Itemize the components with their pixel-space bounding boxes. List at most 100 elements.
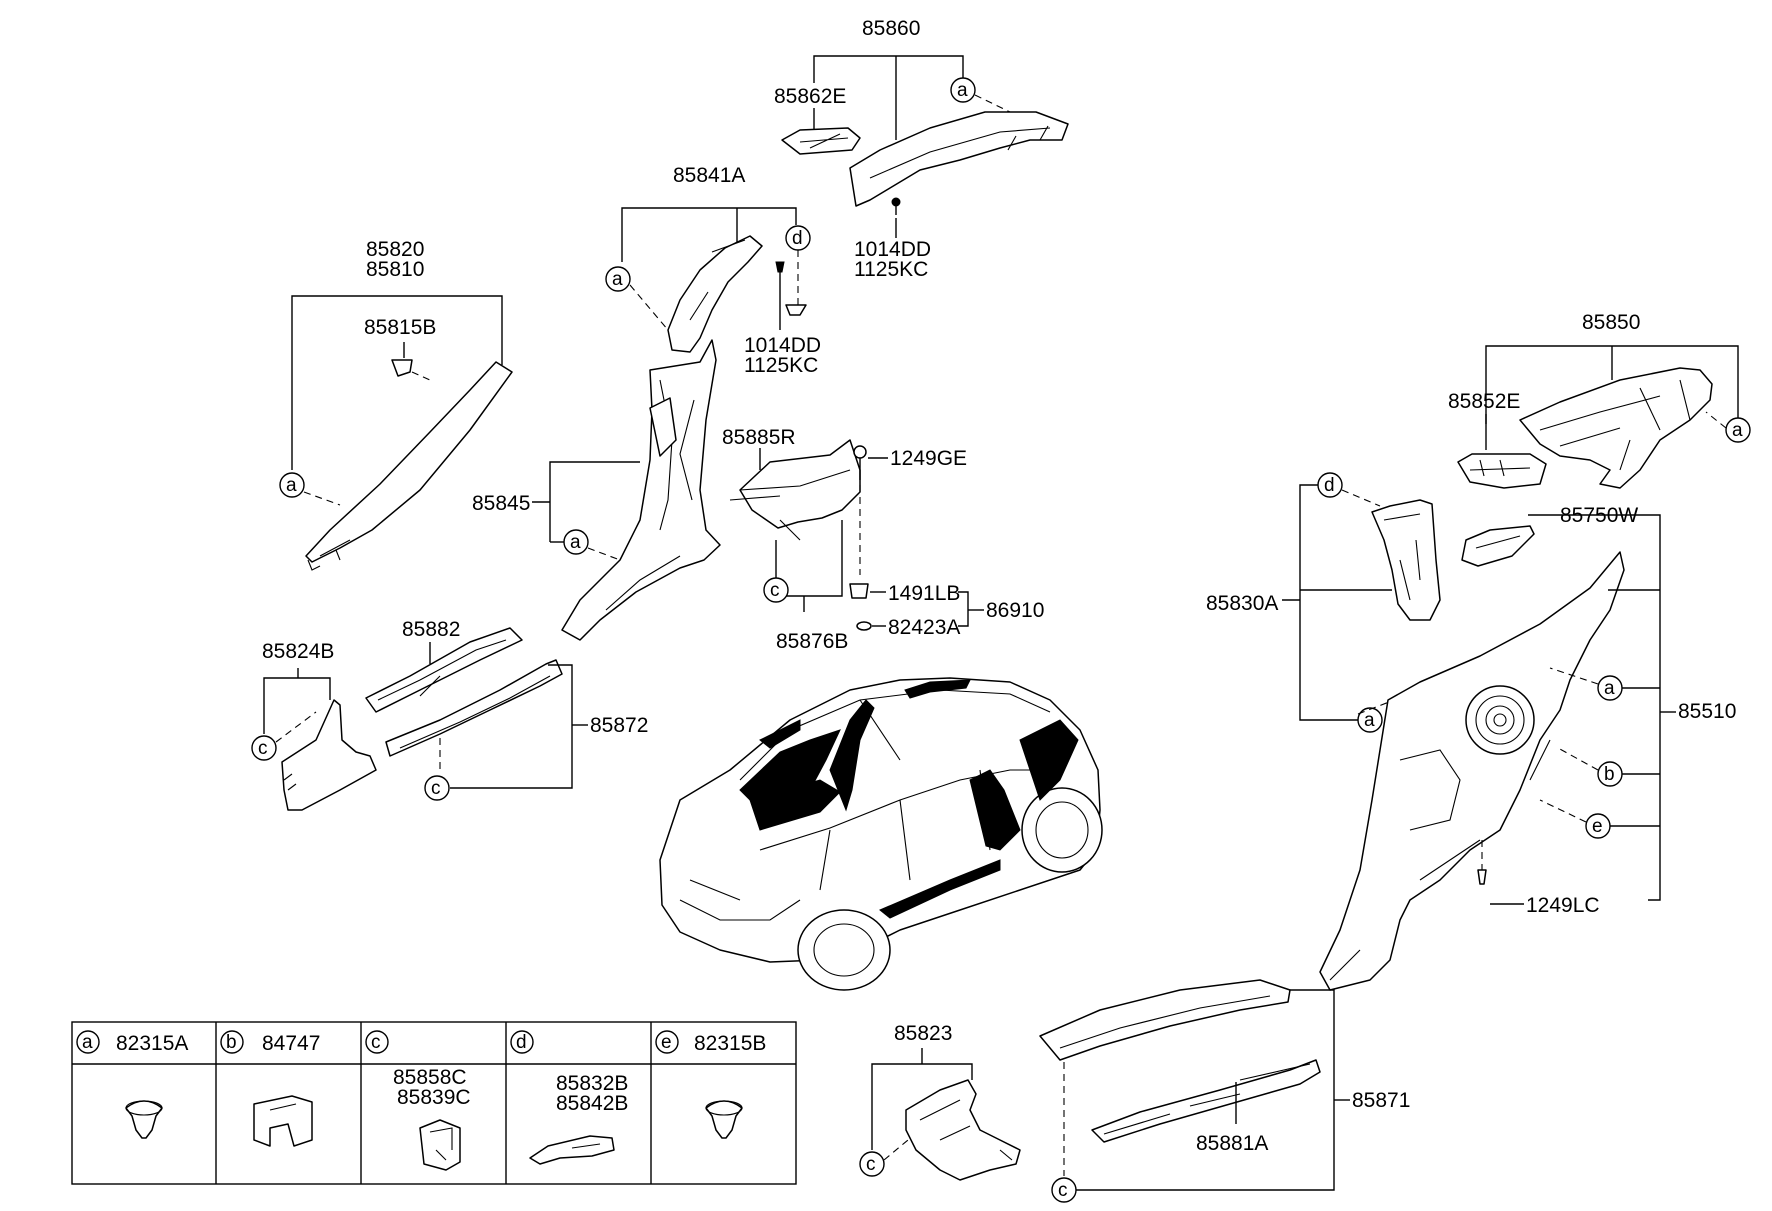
marker-a-85841A-text: a	[612, 269, 623, 290]
part-85824B-shape	[281, 699, 377, 811]
legend-part-82315A[interactable]: 82315A	[116, 1032, 188, 1055]
clip-85815B	[391, 359, 413, 377]
label-85841A[interactable]: 85841A	[673, 164, 745, 187]
screw-1249LC	[1477, 869, 1487, 885]
legend-border	[71, 1021, 797, 1185]
part-85872-shape	[385, 659, 563, 757]
label-85881A[interactable]: 85881A	[1196, 1132, 1268, 1155]
legend-letter-c: c	[371, 1032, 381, 1053]
label-85823[interactable]: 85823	[894, 1022, 952, 1045]
legend-part-82315B[interactable]: 82315B	[694, 1032, 766, 1055]
washer-82423A	[856, 621, 872, 631]
label-85882[interactable]: 85882	[402, 618, 460, 641]
legend-part-85842B[interactable]: 85842B	[556, 1092, 628, 1115]
legend-letter-a: a	[82, 1032, 93, 1053]
part-85841A-shape	[667, 235, 763, 353]
label-1014DD-mid[interactable]: 1014DD	[744, 334, 821, 357]
marker-a-85860-text: a	[957, 80, 968, 101]
clip-a-icon	[125, 1100, 163, 1139]
legend-marker-d	[510, 1030, 534, 1054]
label-85750W[interactable]: 85750W	[1560, 504, 1638, 527]
marker-a-85860	[950, 77, 976, 103]
clip-1491LB	[849, 583, 869, 599]
screw-1249GE	[853, 445, 867, 459]
part-85823-shape	[905, 1079, 1021, 1181]
marker-c-85824B-text: c	[258, 738, 268, 759]
marker-b-85510-text: b	[1604, 764, 1615, 785]
clip-b-icon	[253, 1095, 313, 1147]
label-85510[interactable]: 85510	[1678, 700, 1736, 723]
part-85750W-shape	[1461, 525, 1535, 567]
part-85850-shape	[1519, 367, 1713, 489]
marker-a-85850	[1725, 417, 1751, 443]
label-85815B[interactable]: 85815B	[364, 316, 436, 339]
legend-letter-d: d	[516, 1032, 527, 1053]
screw-1014DD-mid	[775, 261, 785, 273]
part-85510-shape	[1319, 551, 1625, 991]
label-1014DD-top[interactable]: 1014DD	[854, 238, 931, 261]
marker-c-85885R	[763, 577, 789, 603]
label-85852E[interactable]: 85852E	[1448, 390, 1520, 413]
marker-c-85885R-text: c	[770, 580, 780, 601]
part-85882-shape	[365, 627, 523, 713]
legend-part-84747[interactable]: 84747	[262, 1032, 320, 1055]
label-85810[interactable]: 85810	[366, 258, 424, 281]
legend-marker-b	[220, 1030, 244, 1054]
label-85824B[interactable]: 85824B	[262, 640, 334, 663]
legend-table: a 82315A b 84747 c 85858C 85839C d 85832…	[71, 1021, 797, 1185]
legend-part-85832B[interactable]: 85832B	[556, 1072, 628, 1095]
part-85862E-shape	[781, 127, 861, 155]
part-85820-group: 85820 85810 85815B a	[279, 238, 513, 571]
part-85824B-group: 85824B c 85882 85872 c	[251, 618, 648, 811]
legend-marker-c	[365, 1030, 389, 1054]
label-1125KC-mid[interactable]: 1125KC	[744, 354, 818, 377]
marker-c-85872-text: c	[431, 778, 441, 799]
screw-1014DD-top	[891, 197, 901, 207]
label-1125KC-top[interactable]: 1125KC	[854, 258, 928, 281]
marker-a-85510-text: a	[1604, 678, 1615, 699]
part-85841A-group: 85841A a d 1014DD 1125KC	[605, 164, 821, 377]
label-1249LC[interactable]: 1249LC	[1526, 894, 1600, 917]
marker-a-85850-text: a	[1732, 420, 1743, 441]
part-85830A-shape	[1371, 499, 1441, 621]
part-85885R-shape	[739, 439, 861, 529]
marker-c-85823	[859, 1151, 885, 1177]
part-85881A-shape	[1091, 1059, 1321, 1143]
vehicle-illustration	[659, 677, 1103, 991]
label-85871[interactable]: 85871	[1352, 1089, 1410, 1112]
marker-c-85824B	[251, 735, 277, 761]
marker-e-85510-text: e	[1592, 816, 1603, 837]
clip-e-icon	[705, 1100, 743, 1139]
marker-a-85820	[279, 472, 305, 498]
clip-c-icon	[419, 1119, 461, 1171]
label-85830A[interactable]: 85830A	[1206, 592, 1278, 615]
legend-marker-a	[76, 1030, 100, 1054]
label-85860[interactable]: 85860	[862, 17, 920, 40]
part-85845-shape	[561, 339, 721, 641]
label-1491LB[interactable]: 1491LB	[888, 582, 960, 605]
part-85845-group: 85845 a	[472, 339, 721, 641]
part-85820-shape	[305, 361, 513, 563]
label-85850[interactable]: 85850	[1582, 311, 1640, 334]
marker-c-85823-text: c	[866, 1154, 876, 1175]
part-85871-group: 85823 c 85881A c 85871	[859, 979, 1410, 1203]
marker-c-85871	[1051, 1177, 1077, 1203]
marker-d-85841A-text: d	[792, 228, 803, 249]
label-85845[interactable]: 85845	[472, 492, 530, 515]
clip-d-icon	[529, 1135, 615, 1165]
marker-a-85830A	[1357, 707, 1383, 733]
label-85820[interactable]: 85820	[366, 238, 424, 261]
label-85862E[interactable]: 85862E	[774, 85, 846, 108]
label-85885R[interactable]: 85885R	[722, 426, 796, 449]
label-86910[interactable]: 86910	[986, 599, 1044, 622]
label-1249GE[interactable]: 1249GE	[890, 447, 967, 470]
label-85872[interactable]: 85872	[590, 714, 648, 737]
label-85876B[interactable]: 85876B	[776, 630, 848, 653]
part-85510-group: d 85830A a 85750W a 85510 b e	[1206, 472, 1736, 991]
part-85885R-group: 85885R 1249GE c 85876B 1491LB 82423A 869…	[722, 426, 1044, 653]
legend-part-85839C[interactable]: 85839C	[397, 1086, 471, 1109]
legend-part-85858C[interactable]: 85858C	[393, 1066, 467, 1089]
part-85860-shape	[849, 111, 1069, 207]
label-82423A[interactable]: 82423A	[888, 616, 960, 639]
part-85852E-shape	[1457, 453, 1547, 489]
